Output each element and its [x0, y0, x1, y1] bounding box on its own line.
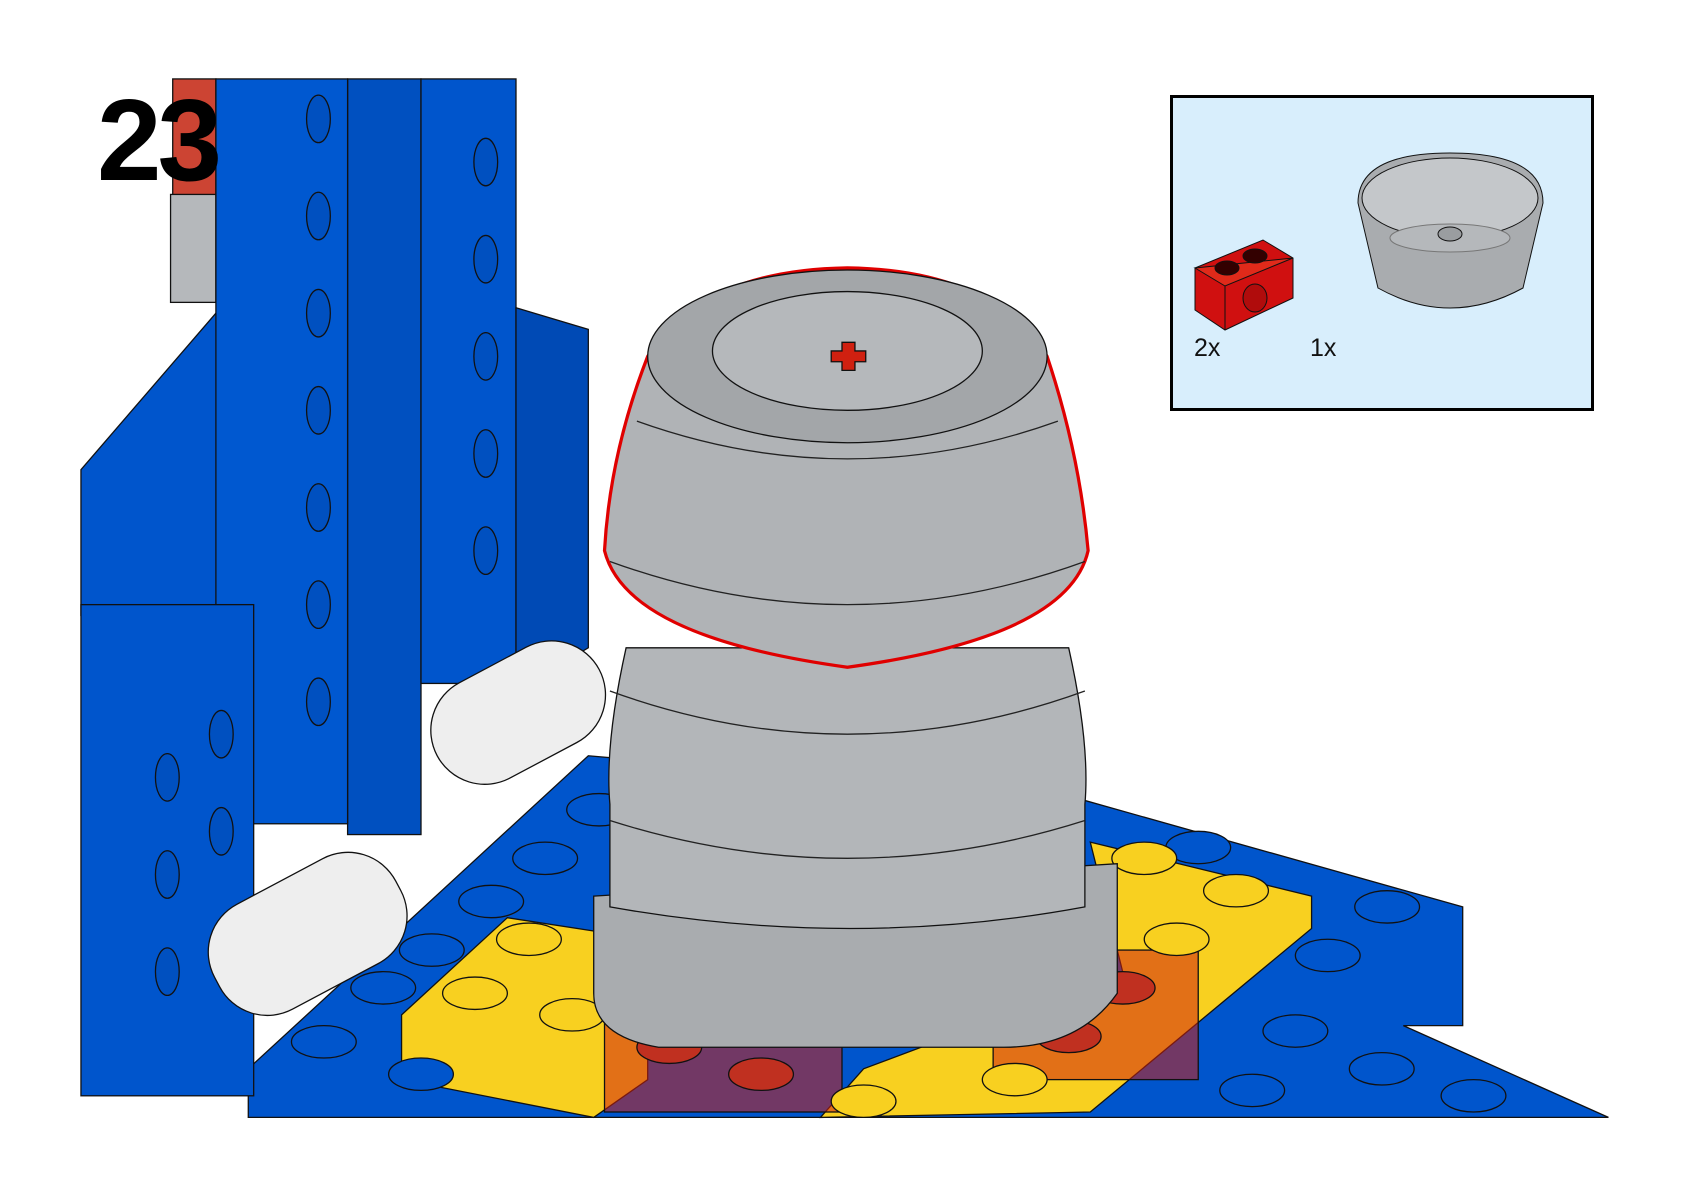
technic-brick-icon	[1193, 239, 1294, 331]
parts-list-callout: 2x 1x	[1170, 95, 1594, 411]
blue-column-right	[420, 78, 517, 685]
part-quantity: 1x	[1310, 334, 1337, 362]
barrel-icon	[1357, 152, 1544, 309]
axle-connector-lower	[207, 851, 408, 1017]
gray-element	[169, 193, 217, 304]
axle-hole-icon	[830, 341, 867, 372]
blue-side-wall	[515, 306, 589, 693]
part-quantity: 2x	[1194, 334, 1221, 362]
step-number: 23	[97, 75, 222, 205]
barrel-lower	[608, 647, 1087, 930]
axle-connector-upper	[430, 640, 607, 785]
blue-column-back	[346, 78, 422, 836]
